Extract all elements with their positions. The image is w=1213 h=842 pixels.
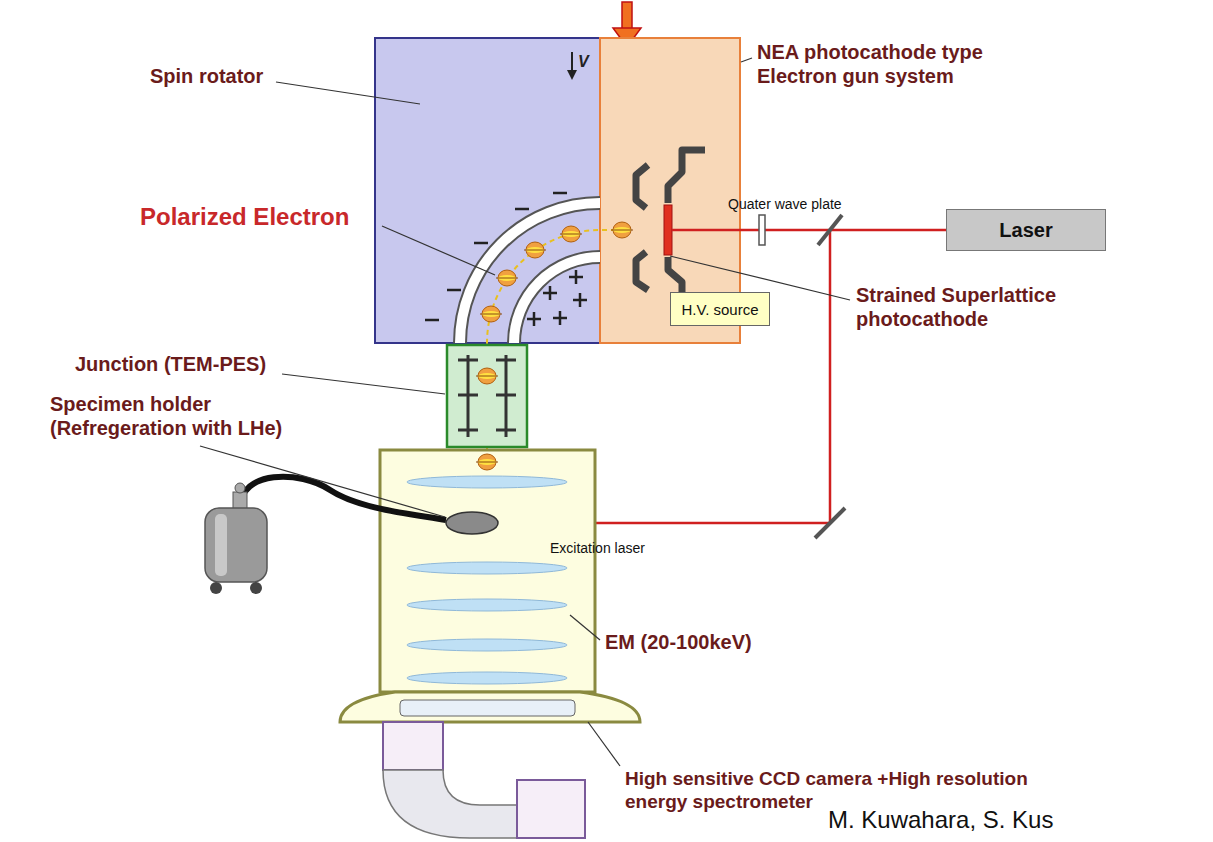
specimen <box>446 512 498 534</box>
helium-dewar <box>205 477 446 594</box>
microscope-base <box>340 692 640 722</box>
part-label: Junction (TEM-PES) <box>75 352 266 376</box>
photocathode <box>664 205 672 255</box>
laser-box: Laser <box>946 209 1106 251</box>
power-source-box: H.V. source <box>670 292 770 326</box>
part-label: EM (20-100keV) <box>605 630 752 654</box>
part-label: NEA photocathode type Electron gun syste… <box>757 40 1007 88</box>
leader-lines <box>200 58 850 766</box>
part-label: Strained Superlattice photocathode <box>856 283 1088 331</box>
junction-box <box>447 345 527 447</box>
gun-electrodes <box>636 150 705 292</box>
box-label: Laser <box>999 219 1052 242</box>
box-label: H.V. source <box>682 301 759 318</box>
spin-rotator-housing <box>375 38 600 343</box>
credit-note: M. Kuwahara, S. Kus <box>828 806 1053 835</box>
polarized-electrons <box>476 222 633 470</box>
polarity-signs <box>425 193 587 326</box>
voltage-label: V <box>578 52 589 71</box>
viewing-window <box>400 700 575 716</box>
part-label: Specimen holder (Refregeration with LHe) <box>50 392 320 440</box>
microscope-column <box>380 450 595 692</box>
mirror <box>815 215 845 538</box>
junction-electrodes <box>458 355 516 437</box>
camera-body <box>383 722 443 770</box>
voltage-arrow <box>567 52 577 80</box>
part-label: Polarized Electron <box>140 203 349 232</box>
wave-plate <box>759 215 765 245</box>
part-label: Spin rotator <box>150 64 263 88</box>
part-label: Quater wave plate <box>728 196 842 213</box>
rotator-electrodes <box>460 203 600 343</box>
lenses <box>407 476 567 684</box>
beam-label: Excitation laser <box>550 540 645 557</box>
spectrometer-tube <box>383 770 517 838</box>
spectrometer-box <box>517 780 585 838</box>
